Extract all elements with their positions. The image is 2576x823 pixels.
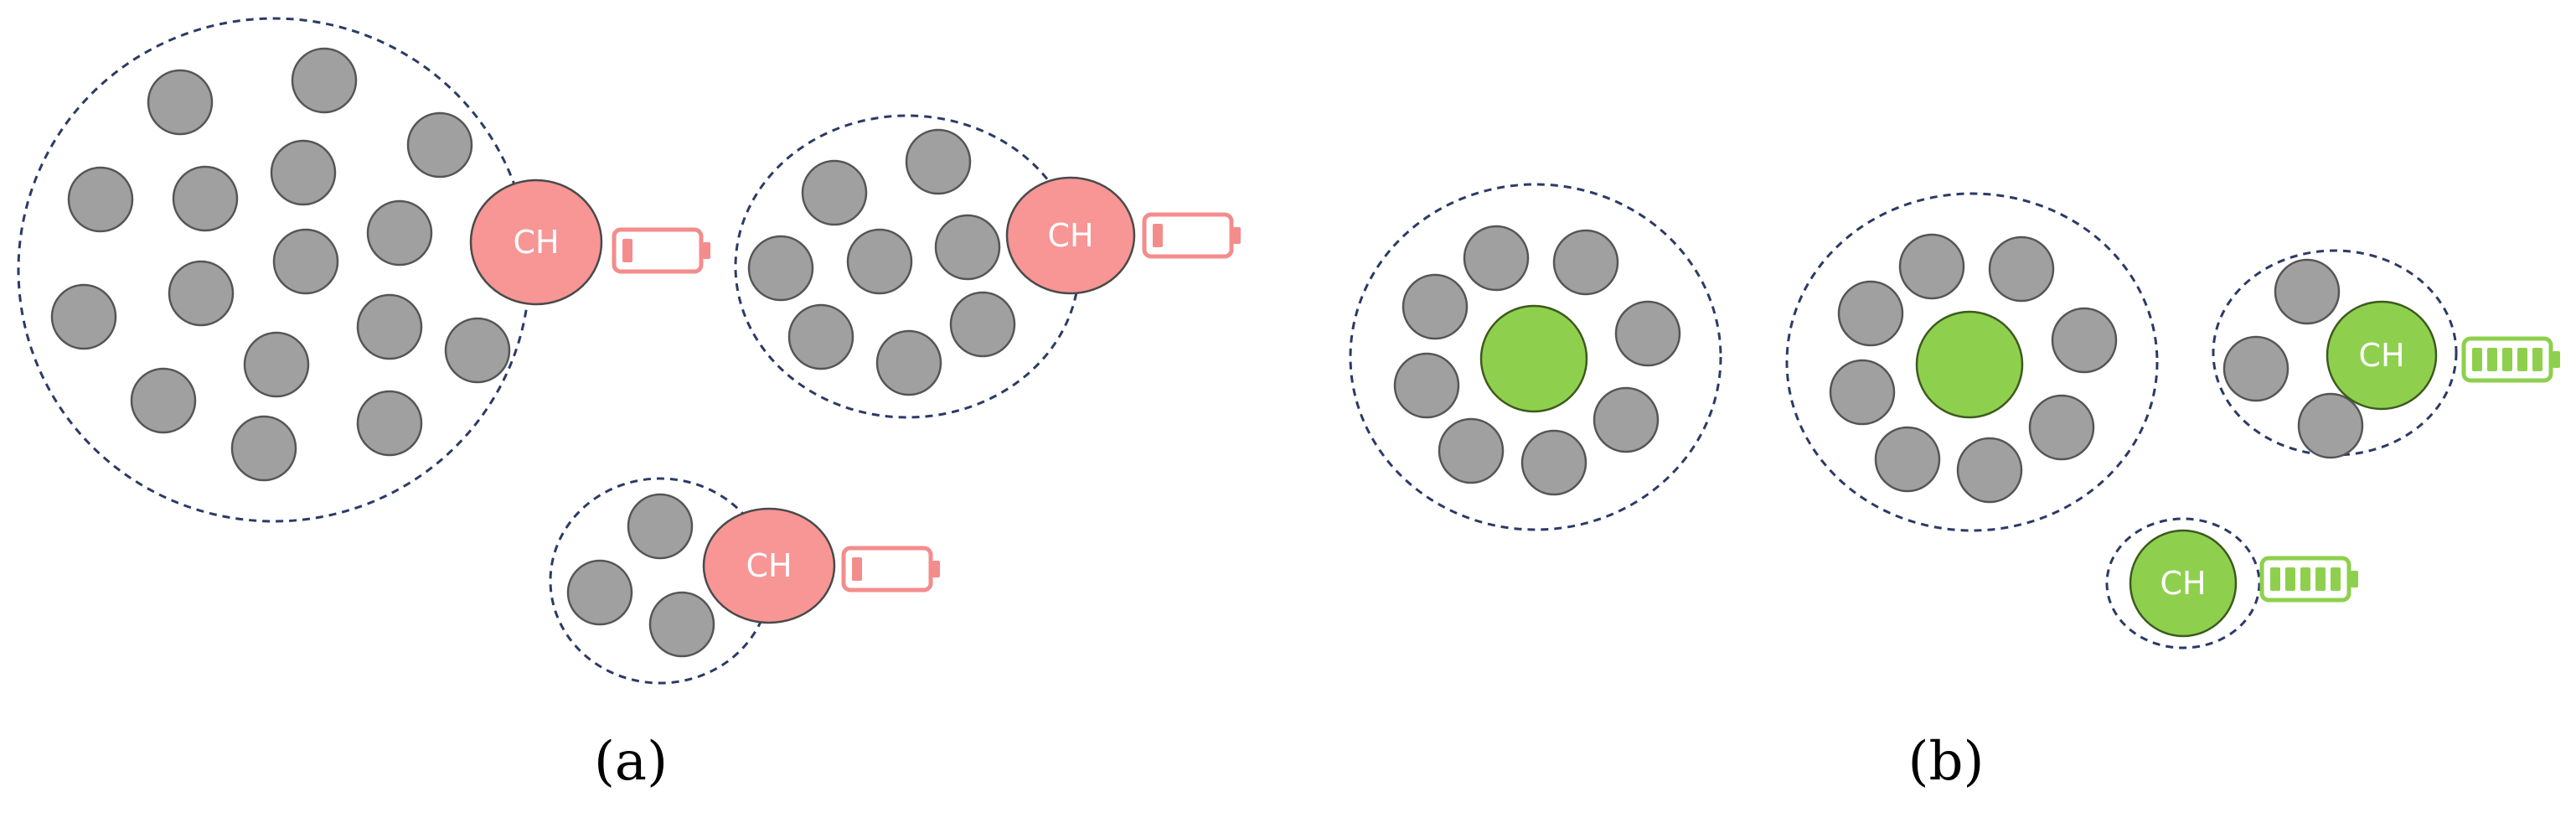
member-node xyxy=(747,235,814,302)
member-node xyxy=(627,493,694,560)
member-node xyxy=(2297,392,2364,459)
member-node xyxy=(172,165,239,232)
panel-label-b: (b) xyxy=(1908,731,1985,793)
cluster-head-node xyxy=(2326,300,2438,411)
member-node xyxy=(50,283,117,350)
member-node xyxy=(1956,437,2023,504)
member-node xyxy=(356,390,423,457)
cluster-head-node xyxy=(469,179,603,306)
ch-label: CH xyxy=(1047,217,1093,254)
member-node xyxy=(147,69,214,136)
battery-icon xyxy=(612,227,710,274)
member-node xyxy=(1520,429,1587,496)
ch-label: CH xyxy=(746,547,792,584)
member-node xyxy=(1988,236,2055,303)
member-node xyxy=(1593,386,1660,453)
member-node xyxy=(168,260,235,327)
member-node xyxy=(2051,307,2118,374)
member-node xyxy=(934,214,1001,281)
member-node xyxy=(356,293,423,360)
member-node xyxy=(272,228,339,295)
member-node xyxy=(366,199,433,267)
member-node xyxy=(1552,229,1619,296)
cluster-head-node xyxy=(1915,310,2024,419)
battery-icon xyxy=(1142,212,1241,259)
member-node xyxy=(2274,258,2341,325)
member-node xyxy=(949,291,1016,358)
ch-label: CH xyxy=(513,224,559,261)
member-node xyxy=(1829,359,1896,426)
member-node xyxy=(406,111,473,179)
member-node xyxy=(846,228,913,295)
cluster-head-node xyxy=(1005,176,1136,295)
cluster-head-node xyxy=(1479,304,1588,413)
cluster-boundary xyxy=(2105,517,2261,650)
cluster-boundary xyxy=(1349,183,1722,531)
member-node xyxy=(1614,300,1681,367)
member-node xyxy=(648,591,715,658)
member-node xyxy=(1898,233,1965,300)
member-node xyxy=(875,329,942,396)
member-node xyxy=(566,559,633,626)
battery-icon xyxy=(2461,336,2560,383)
member-node xyxy=(1463,225,1530,292)
member-node xyxy=(801,159,868,226)
member-node xyxy=(1874,426,1941,493)
member-node xyxy=(1393,352,1460,419)
member-node xyxy=(291,47,358,114)
ch-label: CH xyxy=(2160,565,2206,602)
member-node xyxy=(444,317,511,384)
member-node xyxy=(243,331,310,398)
member-node xyxy=(905,128,972,195)
member-node xyxy=(1438,417,1505,484)
member-node xyxy=(2028,394,2095,461)
cluster-head-node xyxy=(702,507,836,624)
member-node xyxy=(270,139,337,206)
member-node xyxy=(67,166,134,233)
ch-label: CH xyxy=(2358,337,2404,374)
battery-icon xyxy=(841,546,940,593)
cluster-head-node xyxy=(2129,529,2238,638)
member-node xyxy=(130,367,197,434)
battery-icon xyxy=(2259,556,2358,603)
panel-label-a: (a) xyxy=(594,731,668,793)
member-node xyxy=(230,415,297,482)
member-node xyxy=(1837,280,1904,347)
member-node xyxy=(787,303,854,370)
member-node xyxy=(2222,335,2289,402)
cluster-boundary xyxy=(1785,192,2159,532)
member-node xyxy=(1402,273,1469,340)
